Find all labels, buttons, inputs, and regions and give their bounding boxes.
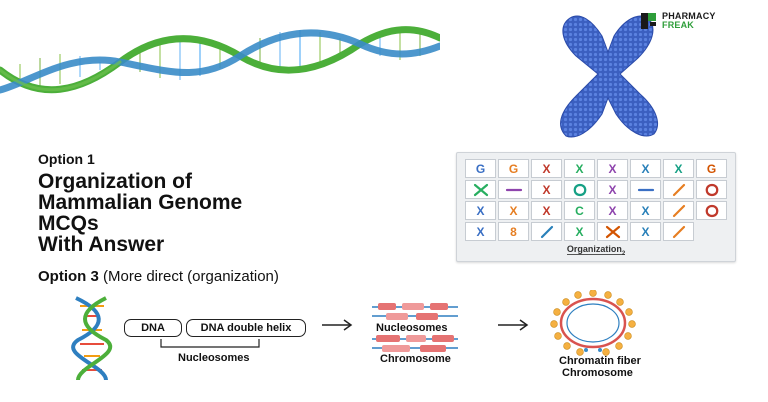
chromosome-glyph-icon [672,183,685,196]
chromosome-glyph-icon [573,183,586,196]
grid-cell: X [531,180,562,199]
chromosome-illustration [560,15,658,138]
grid-cell: G [696,159,727,178]
brand-name-line2: FREAK [662,20,694,30]
grid-caption: Organization2 [457,244,735,257]
grid-cell [663,201,694,220]
grid-cell: G [498,159,529,178]
pharmacy-freak-logo-icon [641,13,656,29]
grid-cell [663,180,694,199]
grid-cell: X [597,201,628,220]
arrow-right-icon [498,319,529,331]
chromosome-strand-icon [372,335,458,352]
grid-cell [630,180,661,199]
title-line-3: MCQs [38,212,99,235]
chromosome-glyph-icon [605,225,620,238]
chromosome-glyph-icon [505,188,522,191]
chromosome-glyph-icon [473,183,488,196]
grid-cell [663,222,694,241]
nucleosomes-label-2: Nucleosomes [376,322,448,334]
grid-cell [498,180,529,199]
grid-cell: 8 [498,222,529,241]
title-line-4: With Answer [38,233,165,256]
grid-cell [465,180,496,199]
option3-heading: Option 3 (More direct (organization) [38,268,279,285]
grid-cell: X [465,222,496,241]
grid-caption-suffix: 2 [621,250,626,257]
grid-caption-text: Organization2 [566,244,626,257]
grid-cell: X [498,201,529,220]
brand-logo[interactable]: PHARMACY FREAK [640,8,760,34]
dna-double-helix-box: DNA double helix [186,319,306,337]
chromosome-label: Chromosome [380,353,451,365]
title-line-2: Mammalian Genome [38,191,243,214]
grid-cell [696,201,727,220]
chromosome-glyph-icon [705,183,718,196]
grid-cell [696,180,727,199]
grid-cell: X [531,159,562,178]
dna-helix-illustration [0,26,440,94]
grid-cell: X [564,222,595,241]
grid-cell: X [663,159,694,178]
nucleosome-bracket [160,339,260,348]
chromosome-glyph-icon [540,225,553,238]
grid-cell [564,180,595,199]
grid-cell: X [630,159,661,178]
grid-cell: X [597,180,628,199]
grid-cell: X [564,159,595,178]
option1-title: Organization of Mammalian Genome MCQs Wi… [38,171,242,255]
brand-name-line1: PHARMACY [662,11,716,21]
option1-label: Option 1 [38,151,95,167]
chromosome-glyph-icon [672,204,685,217]
nucleosomes-label-1: Nucleosomes [178,352,250,364]
grid-caption-word: Organization [566,244,622,254]
grid-cell: X [531,201,562,220]
small-dna-illustration [71,296,112,381]
chromosome-glyph-icon [637,188,654,191]
dna-box: DNA [124,319,182,337]
grid-cell: X [630,222,661,241]
option3-label: Option 3 [38,268,99,285]
grid-cell: X [597,159,628,178]
option3-subtitle: (More direct (organization) [98,268,279,285]
grid-cell [597,222,628,241]
arrow-right-icon [322,319,353,331]
grid-cell: X [630,201,661,220]
nucleosome-strand-icon [372,303,458,320]
grid-cell: X [465,201,496,220]
grid-cell: C [564,201,595,220]
chromosome-label-2: Chromosome [562,367,633,379]
grid-cell: G [465,159,496,178]
chromosome-glyph-icon [672,225,685,238]
grid-cell [696,222,727,241]
title-line-1: Organization of [38,170,192,193]
grid-cell [531,222,562,241]
chromosome-glyph-icon [705,204,718,217]
chromatin-fiber-icon [550,290,636,356]
chromatin-fiber-label: Chromatin fiber [559,355,641,367]
